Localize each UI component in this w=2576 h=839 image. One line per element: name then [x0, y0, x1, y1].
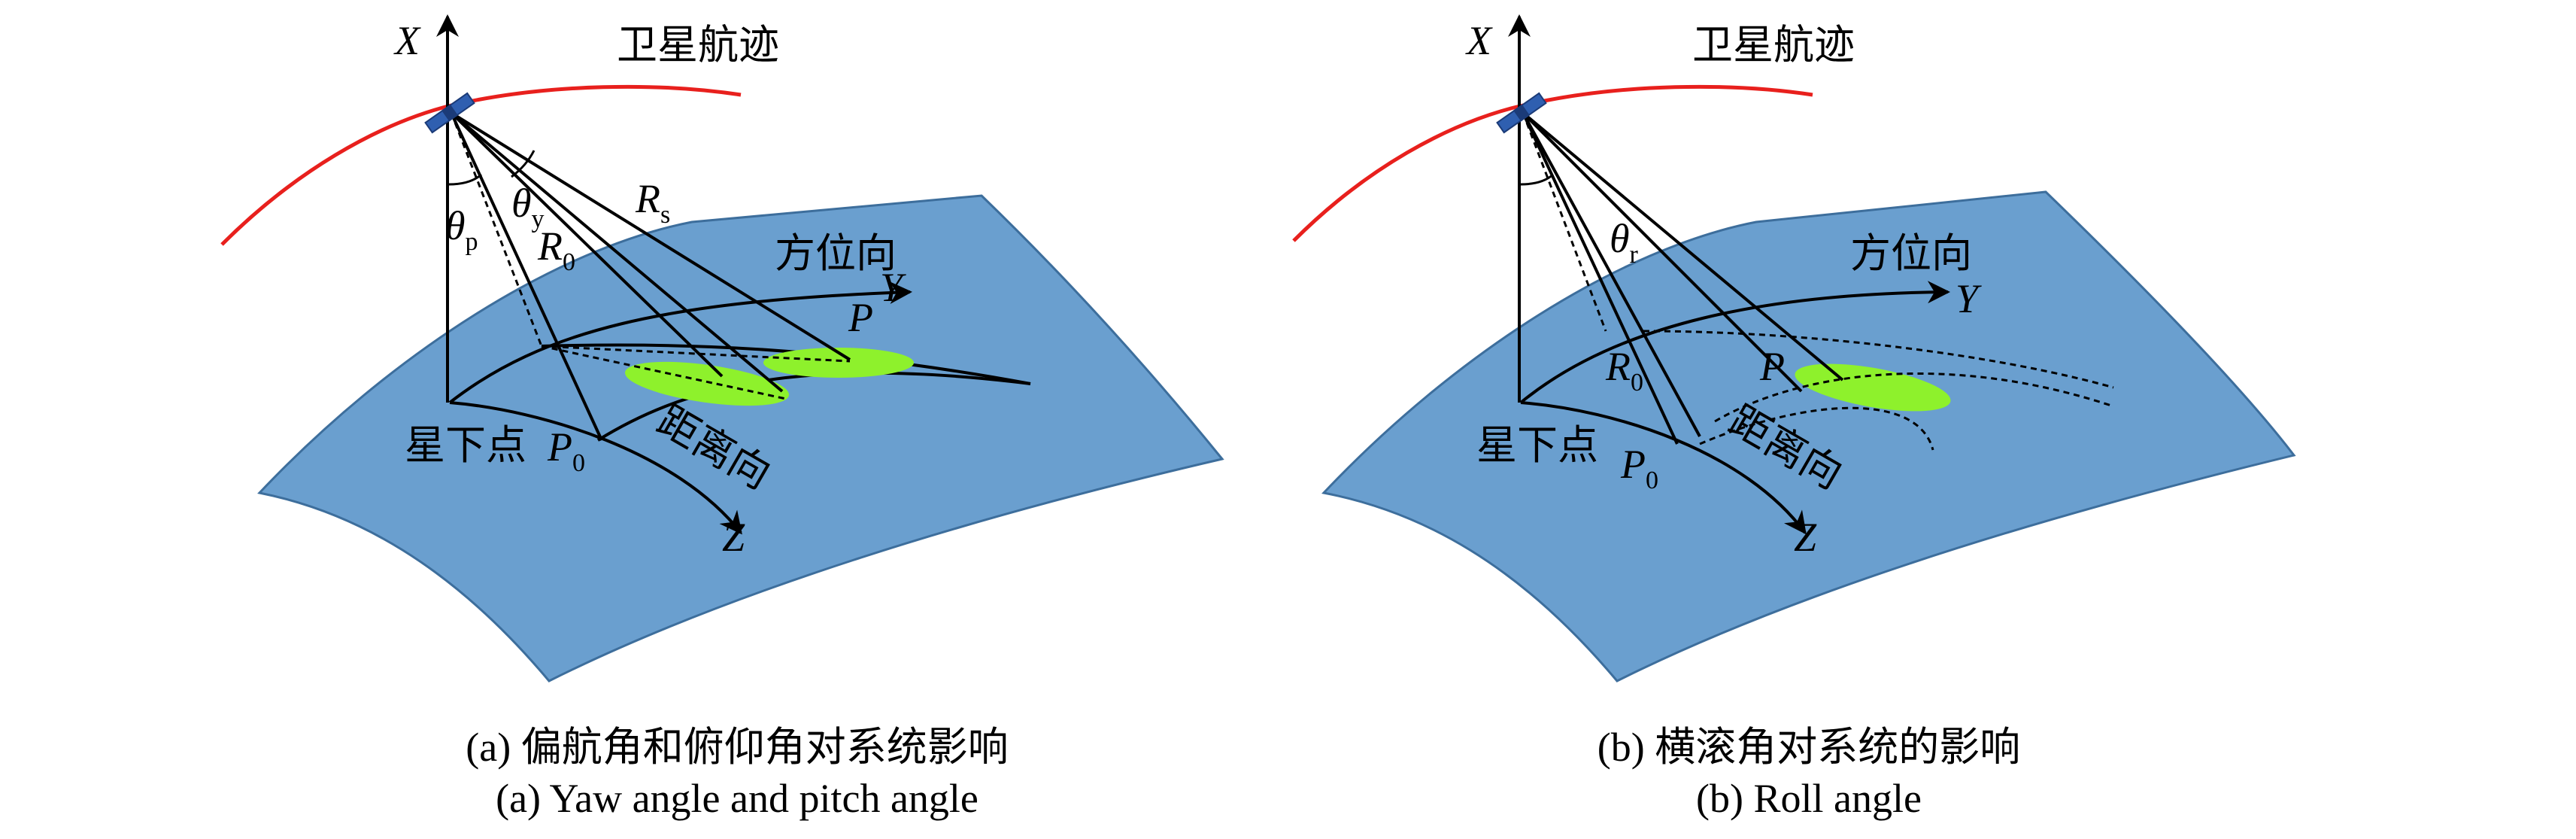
- earth-surface-a: [257, 194, 1224, 682]
- r0-label-b: R0: [1605, 344, 1643, 397]
- theta-y-label-a: θy: [511, 181, 545, 233]
- azimuth-axis-b: [1519, 281, 1950, 404]
- earth-surface-b: [1321, 190, 2296, 682]
- axis-x-label-b: X: [1465, 18, 1493, 63]
- azimuth-axis-a: [448, 281, 912, 404]
- orbit-label-b: 卫星航迹: [1692, 23, 1855, 68]
- dotted-line-b4: [1522, 112, 1607, 332]
- dotted-line-a2: [541, 345, 851, 363]
- p0-label-a: P0: [547, 424, 585, 477]
- slant-ray-b2: [1522, 112, 1701, 437]
- slant-ray-b3: [1522, 111, 1844, 382]
- axis-z-label-a: Z: [722, 515, 745, 560]
- slant-ray-a3: [450, 111, 851, 361]
- p0-label-b: P0: [1620, 442, 1658, 494]
- axis-y-label-a: Y: [880, 265, 906, 310]
- panel-b: 卫星航迹 X 方位向 Y 距离向 Z 星下点 P0 R0 θr P: [1292, 14, 2296, 682]
- point-p-label-b: P: [1759, 344, 1785, 389]
- caption-a-en: (a) Yaw angle and pitch angle: [496, 776, 979, 821]
- azimuth-label-b: 方位向: [1850, 231, 1972, 276]
- point-p-label-a: P: [848, 295, 873, 340]
- satellite-icon-b: [1496, 92, 1547, 134]
- theta-p-arc-a: [448, 173, 482, 186]
- footprint-a2: [763, 348, 914, 378]
- orbit-label-a: 卫星航迹: [617, 23, 779, 68]
- satellite-orbit-b: [1292, 84, 1813, 242]
- azimuth-label-a: 方位向: [775, 231, 897, 276]
- slant-ray-a1: [450, 112, 603, 441]
- caption-b-en: (b) Roll angle: [1696, 776, 1922, 821]
- panel-a: 卫星航迹 X 方位向 Y 距离向 Z 星下点 P0 R0 Rs θp θy P: [220, 14, 1224, 682]
- axis-y-label-b: Y: [1956, 276, 1982, 321]
- theta-r-arc-b: [1520, 173, 1554, 186]
- caption-b-cn: (b) 横滚角对系统的影响: [1597, 725, 2021, 770]
- nadir-label-a: 星下点: [405, 423, 526, 468]
- nadir-label-b: 星下点: [1476, 423, 1598, 468]
- rs-label-a: Rs: [635, 176, 670, 229]
- slant-ray-b1: [1522, 112, 1679, 445]
- dotted-curve-b3: [1699, 406, 1934, 451]
- slant-ray-a2: [450, 111, 724, 378]
- r0-label-a: R0: [537, 223, 575, 276]
- theta-r-label-b: θr: [1610, 216, 1639, 269]
- axis-z-label-b: Z: [1794, 515, 1817, 560]
- theta-y-arc-a: [511, 150, 536, 178]
- theta-p-label-a: θp: [445, 203, 478, 256]
- slant-ray-a4: [450, 111, 784, 393]
- satellite-icon-a: [424, 92, 475, 134]
- slant-ray-b4: [1522, 111, 1803, 393]
- axis-x-label-a: X: [393, 18, 421, 63]
- dotted-curve-b2: [1714, 372, 2114, 423]
- caption-a-cn: (a) 偏航角和俯仰角对系统影响: [466, 725, 1009, 770]
- range-axis-a: [449, 401, 742, 535]
- ground-track-a: [541, 343, 1031, 385]
- footprint-b: [1795, 363, 1951, 412]
